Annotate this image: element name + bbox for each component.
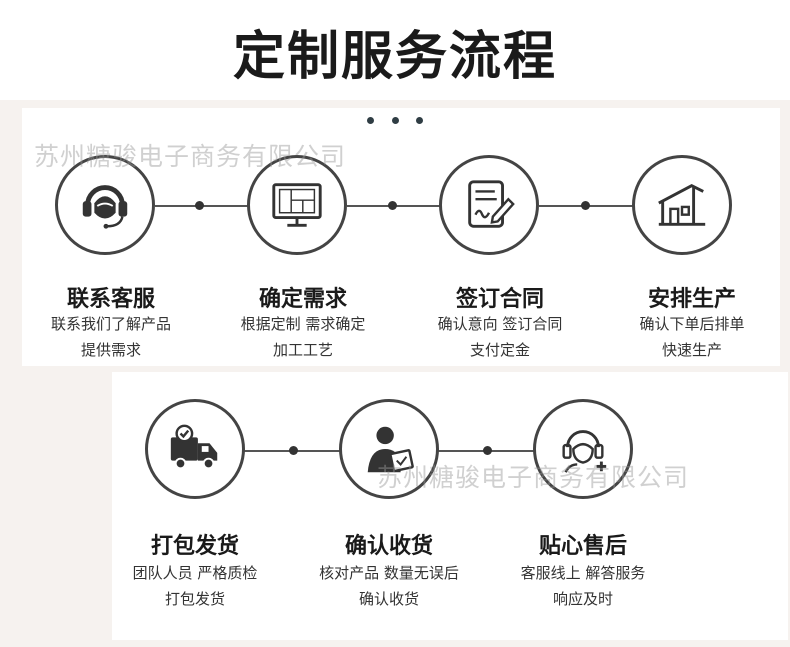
person-check-icon	[367, 426, 414, 473]
step-circle-contact	[55, 155, 155, 255]
step-circle-production	[632, 155, 732, 255]
step-circle-shipping	[145, 399, 245, 499]
step-circle-aftersales	[533, 399, 633, 499]
monitor-blueprint-icon	[272, 183, 322, 227]
step-title-contract: 签订合同	[455, 287, 544, 312]
step-desc-line: 确认意向 签订合同	[437, 315, 563, 333]
aftersales-headset-icon	[562, 430, 607, 473]
step-circle-requirements	[247, 155, 347, 255]
step-desc-line: 快速生产	[661, 341, 722, 359]
step-title-requirements: 确定需求	[258, 287, 347, 312]
step-desc-line: 响应及时	[552, 590, 613, 608]
delivery-truck-icon	[170, 424, 218, 470]
step-desc-line: 加工工艺	[272, 341, 333, 359]
step-desc-line: 支付定金	[469, 341, 530, 359]
decorative-dots	[367, 117, 423, 125]
step-desc-contact: 联系我们了解产品 提供需求	[11, 311, 211, 363]
connector-dot	[388, 201, 397, 210]
step-circle-receive	[339, 399, 439, 499]
step-desc-line: 联系我们了解产品	[50, 315, 171, 333]
step-circle-contract	[439, 155, 539, 255]
step-desc-production: 确认下单后排单 快速生产	[592, 311, 790, 363]
step-title-production: 安排生产	[647, 287, 736, 312]
step-title-contact: 联系客服	[66, 287, 155, 312]
page-title: 定制服务流程	[232, 27, 557, 87]
step-desc-line: 核对产品 数量无误后	[319, 564, 459, 582]
step-desc-shipping: 团队人员 严格质检 打包发货	[95, 560, 295, 612]
connector-dot	[195, 201, 204, 210]
step-desc-requirements: 根据定制 需求确定 加工工艺	[203, 311, 403, 363]
step-desc-line: 客服线上 解答服务	[520, 564, 646, 582]
watermark-bottom: 苏州糖骏电子商务有限公司	[377, 463, 690, 492]
step-desc-line: 确认收货	[358, 590, 419, 608]
step-desc-aftersales: 客服线上 解答服务 响应及时	[483, 560, 683, 612]
step-title-aftersales: 贴心售后	[538, 534, 627, 559]
header-card	[0, 0, 790, 100]
step-desc-line: 团队人员 严格质检	[132, 564, 258, 582]
step-desc-line: 确认下单后排单	[639, 315, 745, 333]
step-title-receive: 确认收货	[344, 534, 433, 559]
watermark-top: 苏州糖骏电子商务有限公司	[34, 142, 347, 171]
step-desc-line: 根据定制 需求确定	[240, 315, 366, 333]
connector-dot	[289, 446, 298, 455]
step-title-shipping: 打包发货	[150, 534, 239, 559]
factory-house-icon	[658, 184, 706, 226]
connector-dot	[483, 446, 492, 455]
step-desc-contract: 确认意向 签订合同 支付定金	[400, 311, 600, 363]
headset-icon	[82, 185, 128, 229]
connector-dot	[581, 201, 590, 210]
contract-sign-icon	[468, 180, 515, 228]
step-desc-line: 提供需求	[80, 341, 141, 359]
step-desc-line: 打包发货	[164, 590, 225, 608]
step-desc-receive: 核对产品 数量无误后 确认收货	[289, 560, 489, 612]
